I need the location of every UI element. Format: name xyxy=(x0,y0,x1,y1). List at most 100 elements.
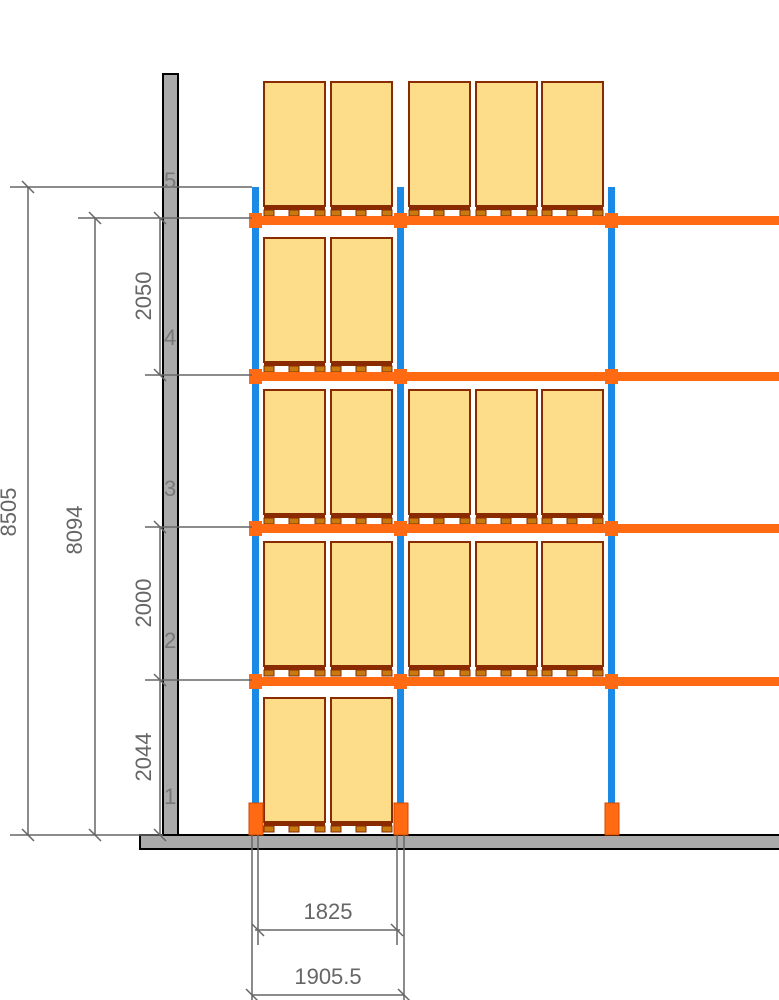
pallet-block xyxy=(288,517,300,525)
pallet-deck xyxy=(331,822,392,826)
floor-slab xyxy=(139,834,779,850)
pallet-block xyxy=(330,825,342,833)
pallet-block xyxy=(475,669,487,677)
pallet-load xyxy=(263,697,326,823)
pallet-block xyxy=(566,669,578,677)
pallet-block xyxy=(541,209,553,217)
pallet-block xyxy=(288,669,300,677)
pallet-block xyxy=(475,209,487,217)
upright-1 xyxy=(252,187,259,807)
pallet-load xyxy=(263,389,326,515)
pallet-load xyxy=(475,389,538,515)
pallet-block xyxy=(526,209,538,217)
dim-tick xyxy=(153,368,167,382)
beam-connector xyxy=(605,213,618,228)
dim-tick xyxy=(397,988,411,1000)
dim-tick xyxy=(21,180,35,194)
pallet-block xyxy=(381,209,393,217)
pallet-block xyxy=(433,209,445,217)
beam-connector xyxy=(394,213,407,228)
pallet-load xyxy=(330,541,393,667)
pallet-deck xyxy=(409,514,470,518)
footplate-3 xyxy=(604,802,620,836)
dim-tick xyxy=(153,520,167,534)
pallet-block xyxy=(566,209,578,217)
dim-tick xyxy=(153,673,167,687)
pallet-block xyxy=(433,517,445,525)
pallet-deck xyxy=(476,206,537,210)
pallet-block xyxy=(355,825,367,833)
pallet-block xyxy=(355,365,367,373)
dim-tick xyxy=(21,828,35,842)
beam-connector xyxy=(605,369,618,384)
pallet-load xyxy=(408,81,471,207)
pallet-block xyxy=(314,825,326,833)
beam-connector xyxy=(394,369,407,384)
pallet-block xyxy=(355,517,367,525)
pallet-block xyxy=(475,517,487,525)
pallet-load xyxy=(541,81,604,207)
pallet-block xyxy=(355,209,367,217)
dim-tick xyxy=(88,828,102,842)
level-number-2: 2 xyxy=(164,628,176,653)
pallet-deck xyxy=(542,206,603,210)
level-number-1: 1 xyxy=(164,784,176,809)
dim-label-overall-width: 1905.5 xyxy=(294,964,361,989)
pallet-block xyxy=(541,669,553,677)
beam-connector xyxy=(394,674,407,689)
pallet-block xyxy=(500,209,512,217)
footplate-2 xyxy=(393,802,409,836)
pallet-deck xyxy=(542,666,603,670)
pallet-block xyxy=(408,209,420,217)
pallet-block xyxy=(459,209,471,217)
beam-connector xyxy=(605,521,618,536)
pallet-deck xyxy=(264,362,325,366)
pallet-block xyxy=(314,669,326,677)
pallet-load xyxy=(541,541,604,667)
pallet-block xyxy=(500,669,512,677)
dim-label-total-height: 8505 xyxy=(0,488,21,537)
beam-level-4 xyxy=(257,372,779,381)
pallet-deck xyxy=(331,514,392,518)
pallet-block xyxy=(288,209,300,217)
pallet-block xyxy=(330,517,342,525)
pallet-load xyxy=(330,697,393,823)
pallet-load xyxy=(475,541,538,667)
pallet-block xyxy=(288,365,300,373)
pallet-block xyxy=(288,825,300,833)
pallet-load xyxy=(330,81,393,207)
dim-label-level-2-3: 2000 xyxy=(131,579,156,628)
pallet-block xyxy=(526,669,538,677)
pallet-load xyxy=(408,389,471,515)
pallet-deck xyxy=(331,666,392,670)
beam-level-3 xyxy=(257,524,779,533)
dim-tick xyxy=(251,923,265,937)
pallet-block xyxy=(314,365,326,373)
footplate-1 xyxy=(248,802,264,836)
dim-tick xyxy=(390,923,404,937)
level-number-4: 4 xyxy=(164,325,176,350)
pallet-block xyxy=(541,517,553,525)
pallet-deck xyxy=(264,822,325,826)
pallet-block xyxy=(526,517,538,525)
dim-tick xyxy=(153,828,167,842)
pallet-block xyxy=(408,669,420,677)
pallet-block xyxy=(330,365,342,373)
dim-tick xyxy=(153,211,167,225)
pallet-block xyxy=(592,517,604,525)
pallet-block xyxy=(330,209,342,217)
pallet-deck xyxy=(476,666,537,670)
pallet-load xyxy=(330,389,393,515)
pallet-load xyxy=(263,237,326,363)
pallet-block xyxy=(408,517,420,525)
pallet-block xyxy=(381,365,393,373)
dim-label-top-beam-height: 8094 xyxy=(62,506,87,555)
beam-connector xyxy=(249,674,262,689)
pallet-load xyxy=(408,541,471,667)
pallet-deck xyxy=(264,666,325,670)
level-number-3: 3 xyxy=(164,476,176,501)
pallet-block xyxy=(592,209,604,217)
dim-tick xyxy=(245,988,259,1000)
pallet-load xyxy=(541,389,604,515)
